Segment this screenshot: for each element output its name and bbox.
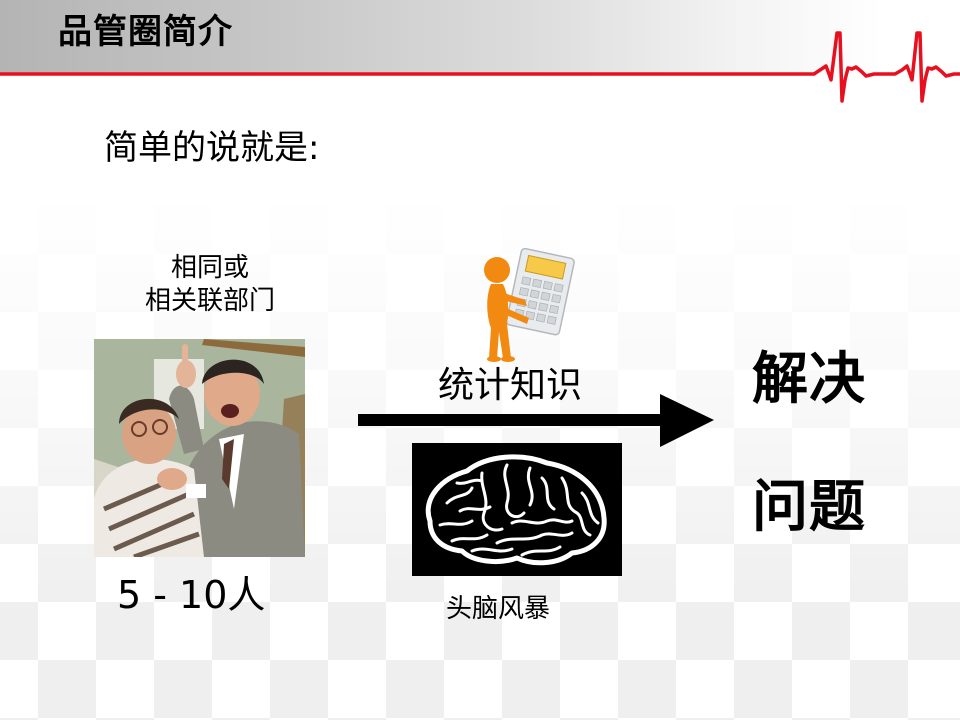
result-line1: 解决 xyxy=(752,347,866,412)
slide-subtitle: 简单的说就是: xyxy=(104,128,320,168)
brain-icon xyxy=(425,454,607,566)
heartbeat-line-icon xyxy=(0,31,960,103)
right-arrow-icon xyxy=(358,394,714,447)
brain-image xyxy=(412,443,622,576)
person-with-calculator-icon xyxy=(484,248,575,362)
department-label: 相同或 相关联部门 xyxy=(110,252,310,318)
people-count: 5 - 10人 xyxy=(117,573,266,617)
brainstorm-label: 头脑风暴 xyxy=(446,594,551,624)
arguing-coworkers-photo xyxy=(94,339,305,557)
result-line2: 问题 xyxy=(752,475,866,540)
slide-header: 品管圈简介 xyxy=(0,0,960,73)
slide-title: 品管圈简介 xyxy=(58,12,233,52)
arrow-label-statistics: 统计知识 xyxy=(438,365,583,406)
department-label-line1: 相同或 xyxy=(170,253,249,283)
department-label-line2: 相关联部门 xyxy=(144,286,275,316)
